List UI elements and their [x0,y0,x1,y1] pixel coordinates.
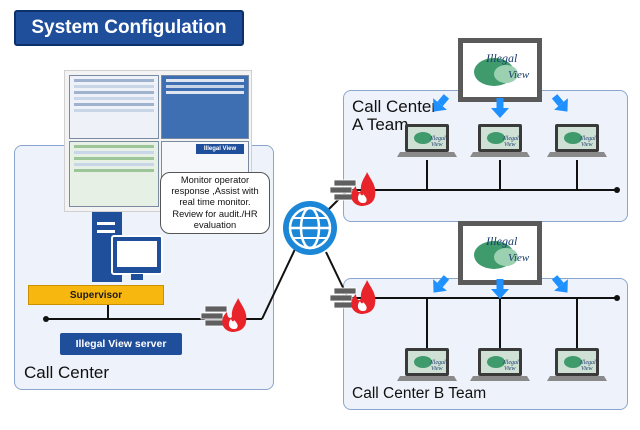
globe-icon [283,201,337,255]
screenshot-thumbnail [69,75,159,139]
link-call-center-to-internet [261,244,298,320]
team-b-big-screen [458,221,542,285]
arrow-down-icon [547,271,575,299]
screenshot-thumbnail [161,75,249,139]
laptop-icon [397,124,457,157]
team-a-label-line2: A Team [352,114,409,134]
laptop-icon [470,124,530,157]
laptop-icon [547,348,607,381]
laptop-icon [547,124,607,157]
team-b-label: Call Center B Team [352,385,487,402]
team-a-label: Call Center A Team [352,98,437,134]
screenshot-thumbnail [69,141,159,207]
arrow-down-icon [426,90,454,118]
screenshot-badge: Illegal View [196,144,244,154]
laptop-icon [470,348,530,381]
team-a-big-screen [458,38,542,102]
monitor-callout: Monitor operator response ,Assist with r… [160,172,270,234]
arrow-down-icon [426,271,454,299]
supervisor-label: Supervisor [28,285,164,305]
team-a-label-line1: Call Center [352,97,438,116]
firewall-icon [200,297,247,333]
arrow-down-icon [547,90,575,118]
page-title: System Configulation [14,10,244,46]
desktop-pc-icon [92,212,163,282]
laptop-icon [397,348,457,381]
server-label: Illegal View server [60,333,182,355]
call-center-label: Call Center [24,363,110,382]
